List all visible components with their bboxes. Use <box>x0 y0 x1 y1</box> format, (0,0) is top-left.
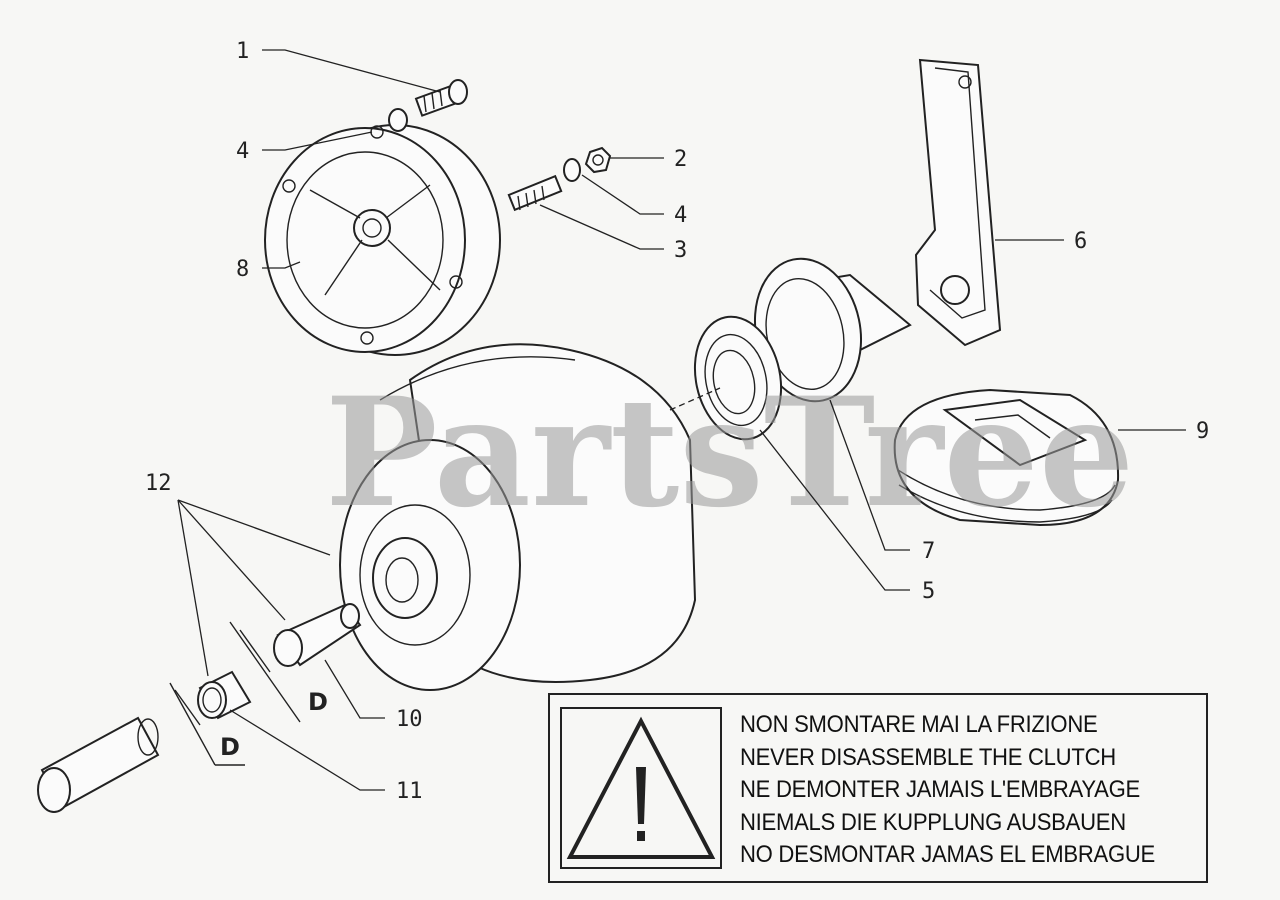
warning-line-de: NIEMALS DIE KUPPLUNG AUSBAUEN <box>740 808 1126 836</box>
callout-6: 6 <box>1074 229 1087 254</box>
part-10-sleeve <box>273 603 362 667</box>
part-2-nut <box>584 146 612 174</box>
dimension-label-d-11: D <box>220 733 240 761</box>
callout-1: 1 <box>236 39 249 64</box>
part-1-bolt <box>414 79 468 117</box>
callout-8: 8 <box>236 257 249 282</box>
warning-line-fr: NE DEMONTER JAMAIS L'EMBRAYAGE <box>740 776 1140 803</box>
warning-line-en: NEVER DISASSEMBLE THE CLUTCH <box>740 743 1116 771</box>
callout-4b: 4 <box>674 203 687 228</box>
warning-text-lines: NON SMONTARE MAI LA FRIZIONE NEVER DISAS… <box>740 709 1198 872</box>
clutch-drum <box>339 343 697 691</box>
dimension-label-d-10: D <box>308 688 328 716</box>
callout-11: 11 <box>396 779 423 804</box>
warning-icon-frame <box>560 707 722 869</box>
leader-lines <box>177 49 1186 791</box>
washer-4a <box>388 108 408 132</box>
part-7-housing <box>753 257 912 403</box>
callout-10: 10 <box>396 707 423 732</box>
warning-triangle-icon <box>566 716 716 859</box>
dim-line-11 <box>169 682 216 766</box>
dim-line-10 <box>229 621 301 723</box>
warning-line-es: NO DESMONTAR JAMAS EL EMBRAGUE <box>740 841 1155 868</box>
callout-2: 2 <box>674 147 687 172</box>
part-6-lever <box>914 58 1002 347</box>
watermark-text: PartsTree <box>325 365 1134 541</box>
part-3-stud <box>507 174 563 212</box>
callout-4a: 4 <box>236 139 249 164</box>
callout-12: 12 <box>145 471 172 496</box>
part-9-pad <box>893 388 1120 527</box>
part-8-clutch-cover <box>264 124 501 356</box>
warning-line-it: NON SMONTARE MAI LA FRIZIONE <box>740 711 1098 738</box>
callout-5: 5 <box>922 579 935 604</box>
shaft <box>37 716 160 813</box>
part-11-bushing <box>197 670 252 720</box>
callout-3: 3 <box>674 238 687 263</box>
callout-7: 7 <box>922 539 935 564</box>
washer-4b <box>563 158 581 182</box>
callout-9: 9 <box>1196 419 1209 444</box>
part-5-bearing <box>693 315 783 441</box>
warning-notice: NON SMONTARE MAI LA FRIZIONE NEVER DISAS… <box>548 693 1208 883</box>
